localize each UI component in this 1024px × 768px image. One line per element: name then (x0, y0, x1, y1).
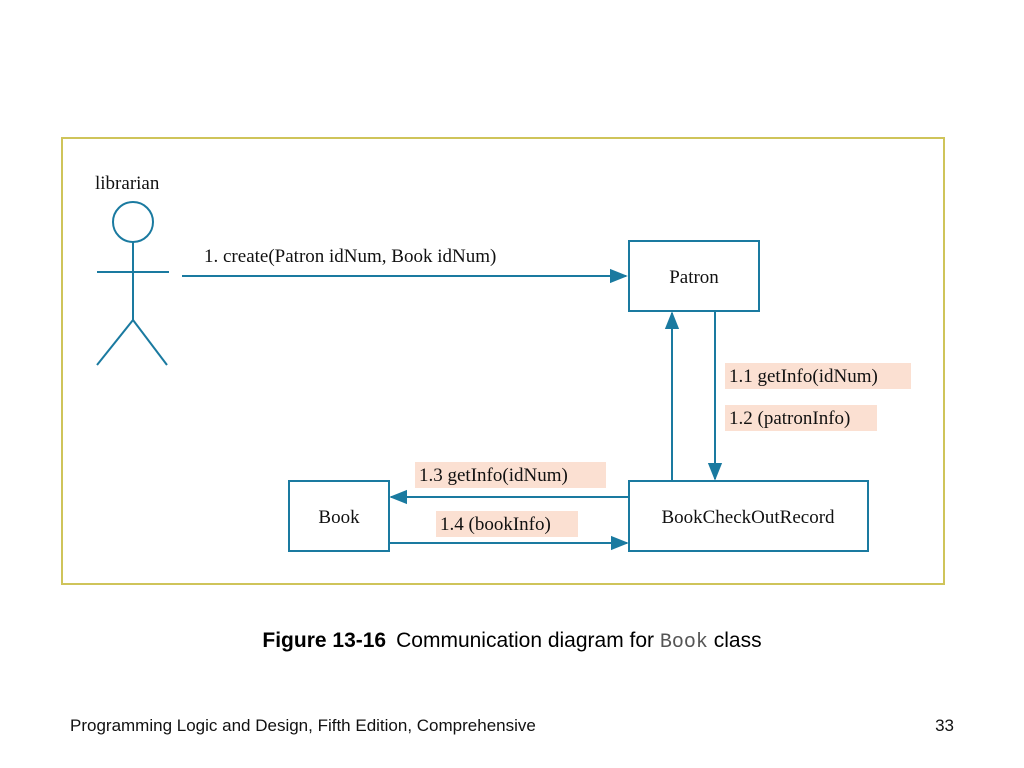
node-record-label: BookCheckOutRecord (661, 507, 835, 528)
actor-stick-figure (96, 201, 169, 366)
node-book-label: Book (318, 507, 360, 528)
page-number: 33 (935, 716, 954, 735)
message-bookinfo: 1.4 (bookInfo) (440, 514, 551, 535)
node-bookcheckoutrecord: BookCheckOutRecord (628, 480, 869, 552)
actor-label: librarian (95, 173, 160, 194)
node-patron-label: Patron (669, 267, 719, 288)
message-getinfo-book: 1.3 getInfo(idNum) (419, 465, 568, 486)
caption-text-after: class (707, 629, 762, 652)
highlight-1-1 (725, 363, 911, 389)
message-create: 1. create(Patron idNum, Book idNum) (204, 246, 496, 267)
node-patron: Patron (628, 240, 760, 312)
caption-text-before: Communication diagram for (396, 629, 660, 652)
message-getinfo-patron: 1.1 getInfo(idNum) (729, 366, 878, 387)
figure-caption: Figure 13-16 Communication diagram for Bo… (0, 629, 1024, 654)
footer-book-title: Programming Logic and Design, Fifth Edit… (70, 716, 536, 735)
figure-number: Figure 13-16 (262, 629, 387, 652)
node-book: Book (288, 480, 390, 552)
highlight-1-3 (415, 462, 606, 488)
highlight-1-2 (725, 405, 877, 431)
caption-code: Book (659, 631, 708, 654)
message-patroninfo: 1.2 (patronInfo) (729, 408, 850, 429)
diagram-frame (61, 137, 945, 585)
highlight-1-4 (436, 511, 578, 537)
